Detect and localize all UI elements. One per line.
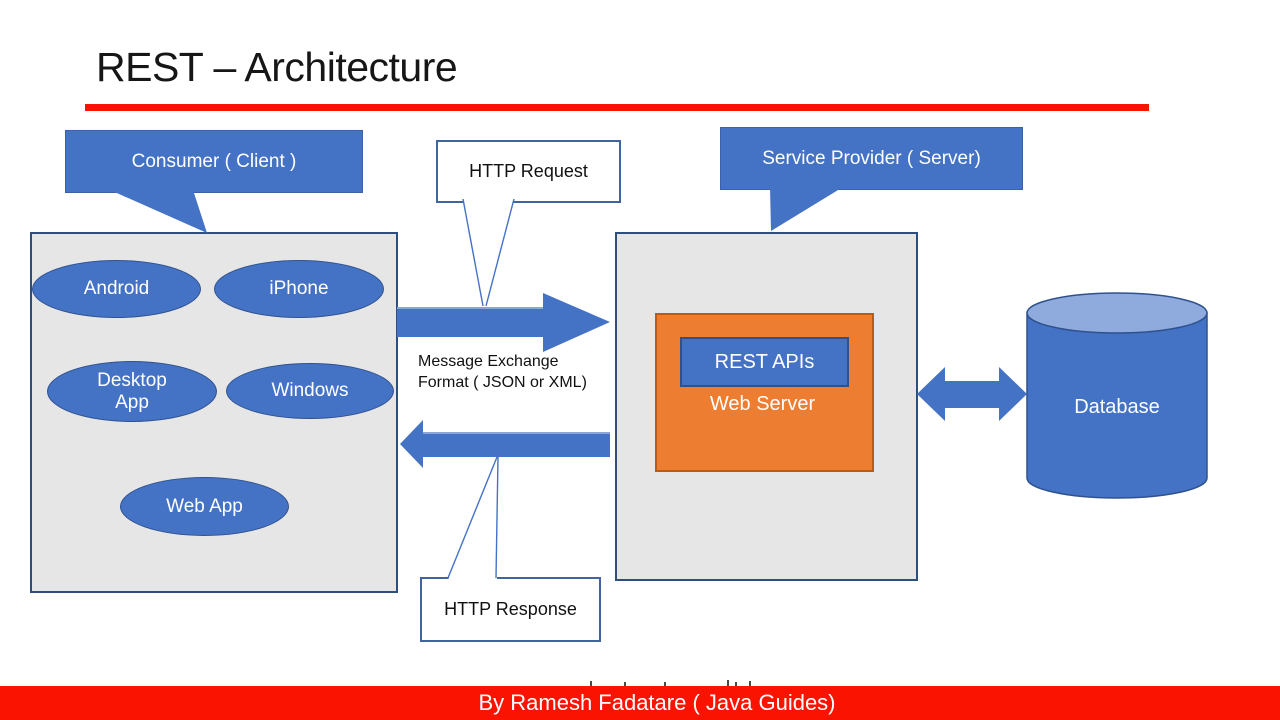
service-provider-callout-label: Service Provider ( Server) (762, 147, 981, 169)
http-request-label-box: HTTP Request (436, 140, 621, 203)
client-label-android: Android (83, 278, 150, 300)
client-label-web-app: Web App (166, 495, 243, 517)
http-response-label: HTTP Response (444, 599, 577, 619)
footer-bar: By Ramesh Fadatare ( Java Guides) (0, 686, 1280, 720)
database-label: Database (1074, 396, 1160, 418)
server-database-arrow (917, 367, 1027, 421)
client-label-desktop-app: Desktop App (97, 369, 167, 413)
client-label-windows: Windows (271, 380, 349, 402)
client-ellipse-windows: Windows (226, 363, 394, 419)
http-request-tail-left-edge (462, 198, 484, 307)
client-ellipse-desktop-app: Desktop App (47, 361, 217, 422)
title-underline (85, 104, 1149, 111)
consumer-callout: Consumer ( Client ) (65, 130, 363, 193)
consumer-callout-label: Consumer ( Client ) (131, 150, 297, 172)
client-ellipse-iphone: iPhone (214, 260, 384, 318)
service-provider-callout-tail (770, 187, 843, 231)
http-request-arrow (397, 293, 610, 352)
http-response-tail-left-edge (447, 456, 498, 579)
rest-apis-label: REST APIs (714, 350, 815, 373)
http-response-label-box: HTTP Response (420, 577, 601, 642)
http-response-tail-fill (448, 457, 498, 580)
http-response-tail-right-edge (495, 456, 499, 579)
client-ellipse-android: Android (32, 260, 201, 318)
web-server-label: Web Server (709, 393, 816, 415)
clipped-text-remnant (588, 677, 758, 686)
http-request-tail-right-edge (485, 198, 515, 307)
http-request-tail-fill (463, 197, 514, 306)
service-provider-callout: Service Provider ( Server) (720, 127, 1023, 190)
client-ellipse-web-app: Web App (120, 477, 289, 536)
page-title: REST – Architecture (96, 44, 458, 90)
message-format-line2: Format ( JSON or XML) (418, 374, 587, 391)
http-request-label: HTTP Request (469, 161, 588, 181)
footer-credit: By Ramesh Fadatare ( Java Guides) (478, 690, 836, 715)
consumer-callout-tail (110, 190, 207, 233)
client-label-iphone: iPhone (269, 278, 329, 300)
message-format-line1: Message Exchange (418, 353, 559, 370)
rest-apis-box: REST APIs (680, 337, 849, 387)
database-cylinder-top (1026, 292, 1208, 334)
http-response-arrow (400, 420, 610, 468)
message-format-annotation: Message Exchange Format ( JSON or XML) (418, 351, 628, 393)
